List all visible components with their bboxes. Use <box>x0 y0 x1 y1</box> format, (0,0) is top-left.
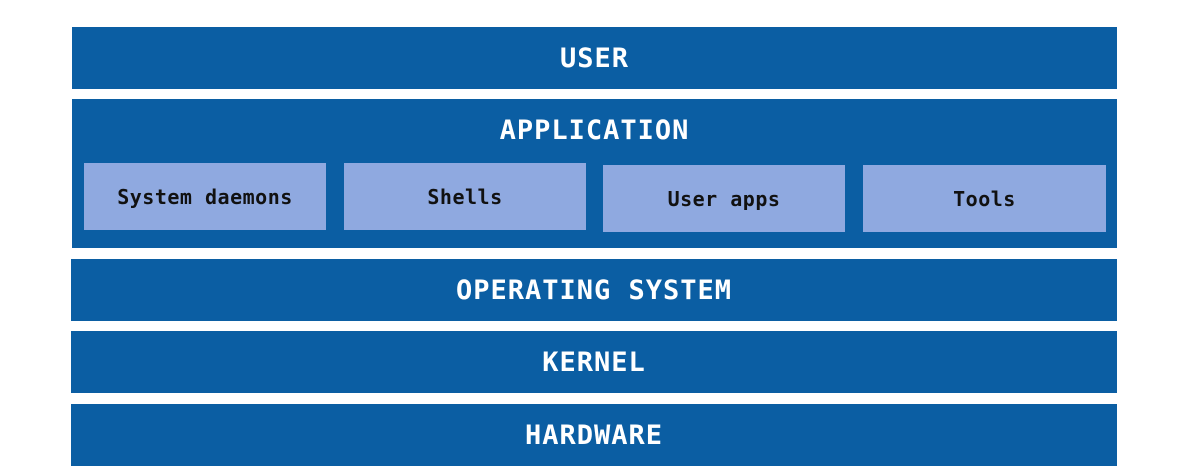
application-layer: APPLICATION System daemons Shells User a… <box>72 99 1117 248</box>
operating-system-layer: OPERATING SYSTEM <box>71 259 1117 321</box>
hardware-layer-label: HARDWARE <box>524 419 664 451</box>
operating-system-layer-label: OPERATING SYSTEM <box>455 274 733 306</box>
component-system-daemons: System daemons <box>84 163 326 230</box>
kernel-layer-label: KERNEL <box>542 346 646 378</box>
user-layer: USER <box>72 27 1117 89</box>
component-label: Tools <box>953 186 1016 211</box>
user-layer-label: USER <box>559 42 630 74</box>
component-label: User apps <box>667 186 781 211</box>
application-layer-label: APPLICATION <box>499 115 690 146</box>
component-user-apps: User apps <box>603 165 845 232</box>
component-label: Shells <box>427 184 503 209</box>
component-tools: Tools <box>863 165 1106 232</box>
hardware-layer: HARDWARE <box>71 404 1117 466</box>
component-label: System daemons <box>117 184 293 209</box>
component-shells: Shells <box>344 163 586 230</box>
kernel-layer: KERNEL <box>71 331 1117 393</box>
